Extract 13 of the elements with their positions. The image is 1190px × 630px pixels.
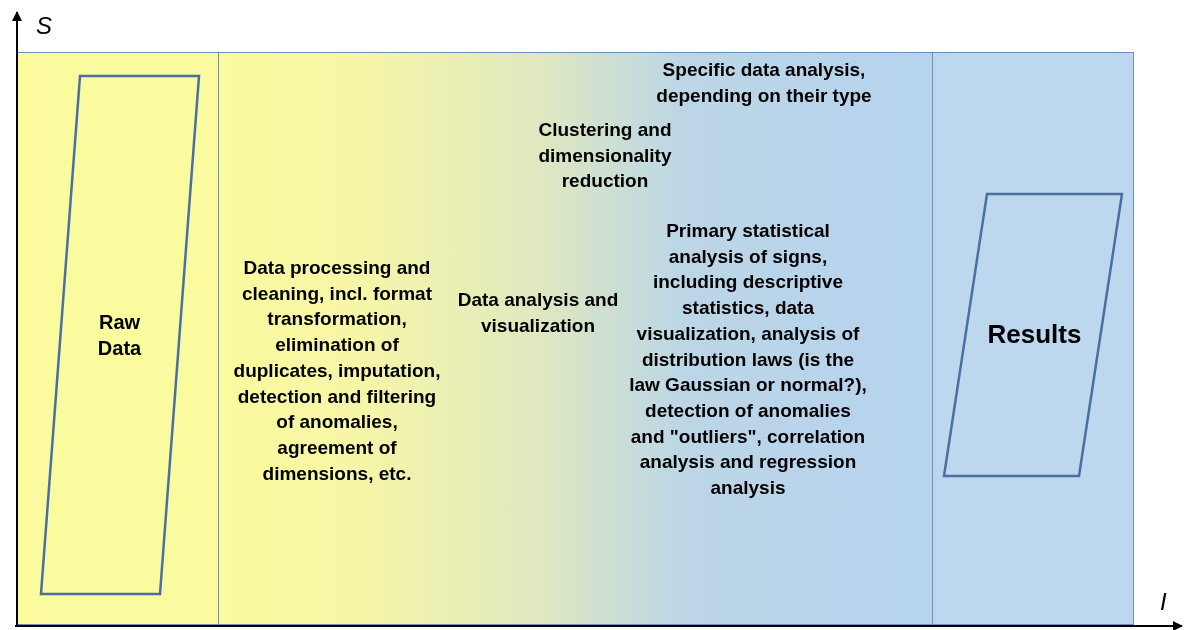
node-label: Raw Data <box>96 309 143 361</box>
parallelogram <box>942 192 1123 477</box>
axis-label: S <box>36 12 52 40</box>
annotation-text: Data processing and cleaning, incl. format transformation, elimination of duplicates, imputation, detection and filtering of anomalies, agreement of dimensions, etc. <box>232 256 442 486</box>
parallelogram <box>39 74 200 595</box>
column-band <box>932 52 1134 625</box>
column-band <box>17 52 219 625</box>
axis-label: I <box>1160 588 1167 616</box>
annotation-text: Primary statistical analysis of signs, including descriptive statistics, data visualization, analysis of distribution laws (is the law Gaussian or normal?), detection of anomalies and "outliers", correlation analysis and regression analysis <box>628 219 868 501</box>
annotation-text: Data analysis and visualization <box>456 288 620 338</box>
column-band <box>218 52 933 625</box>
annotation-text: Specific data analysis, depending on their type <box>655 58 873 108</box>
annotation-text: Clustering and dimensionality reduction <box>537 118 673 194</box>
